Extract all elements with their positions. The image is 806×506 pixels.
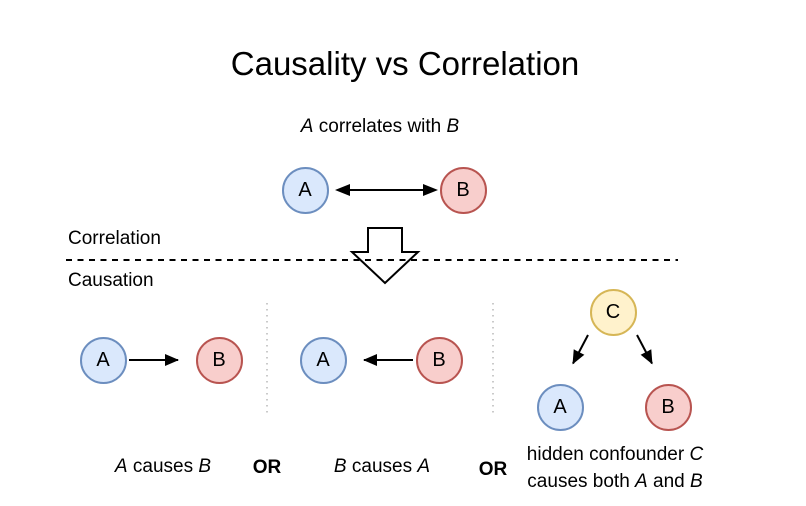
node-b-scenario1: B	[195, 336, 243, 384]
var-a: A	[300, 116, 314, 137]
node-b-scenario2: B	[415, 336, 463, 384]
var-b: B	[198, 456, 212, 477]
var-b: B	[446, 116, 460, 137]
caption-line-2: causes both A and B	[527, 468, 703, 495]
arrowhead-right-icon	[423, 184, 438, 196]
var-c: C	[689, 444, 704, 465]
node-c-confounder: C	[589, 288, 637, 336]
caption-a-causes-b: A causes B	[115, 456, 211, 478]
caption-mid-text: causes	[346, 456, 418, 477]
caption-mid-text: causes	[127, 456, 199, 477]
correlation-double-arrow	[335, 184, 438, 196]
var-a: A	[417, 456, 431, 477]
big-down-arrow-icon	[349, 227, 421, 285]
arrow-c-to-b	[636, 334, 653, 365]
caption-pre-text: hidden confounder	[526, 444, 690, 465]
causation-label: Causation	[68, 270, 154, 291]
node-a-scenario1: A	[79, 336, 127, 384]
caption-pre-text: causes both	[527, 471, 636, 492]
arrow-c-to-a	[572, 334, 589, 365]
caption-hidden-confounder: hidden confounder C causes both A and B	[527, 441, 703, 495]
node-a-top: A	[281, 166, 329, 214]
node-b-scenario3: B	[644, 383, 692, 431]
or-label-1: OR	[252, 457, 282, 478]
caption-line-1: hidden confounder C	[527, 441, 703, 468]
var-a: A	[635, 471, 648, 492]
subtitle-mid-text: correlates with	[313, 116, 447, 137]
node-a-scenario2: A	[299, 336, 347, 384]
correlation-label: Correlation	[68, 228, 161, 249]
var-b: B	[690, 471, 703, 492]
subtitle-correlates-label: A correlates with B	[301, 116, 459, 138]
var-b: B	[333, 456, 347, 477]
page-title: Causality vs Correlation	[230, 45, 580, 82]
caption-mid-text: and	[647, 471, 691, 492]
node-a-scenario3: A	[536, 383, 584, 431]
caption-b-causes-a: B causes A	[334, 456, 430, 478]
node-b-top: B	[439, 166, 487, 214]
var-a: A	[114, 456, 128, 477]
or-label-2: OR	[478, 459, 508, 480]
arrowhead-left-icon	[335, 184, 350, 196]
